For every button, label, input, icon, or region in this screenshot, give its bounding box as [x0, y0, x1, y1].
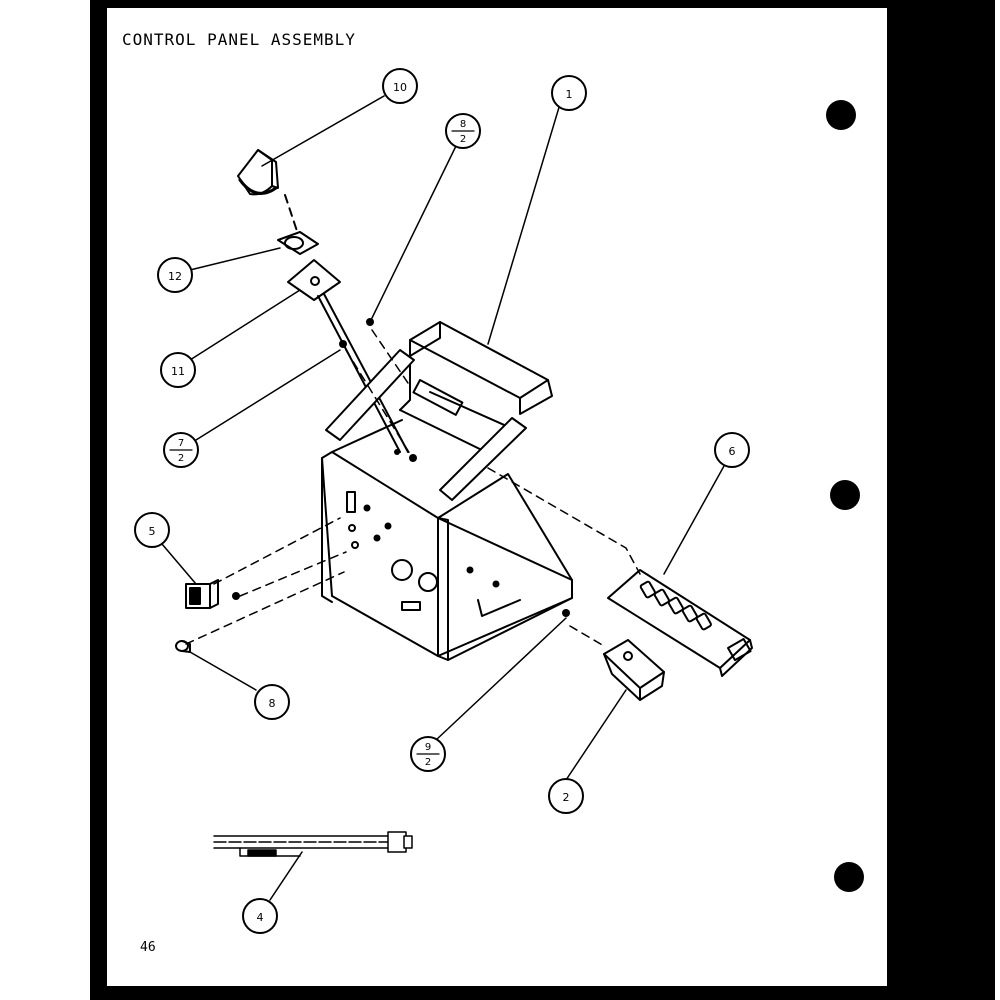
part-frame-rails — [325, 349, 527, 501]
page-title: CONTROL PANEL ASSEMBLY — [122, 30, 356, 49]
callout-4: 4 — [242, 898, 278, 934]
callout-12-label: 12 — [168, 270, 182, 283]
callout-8-label: 8 — [269, 697, 276, 710]
callout-10-label: 10 — [393, 81, 407, 94]
callout-4-label: 4 — [257, 911, 264, 924]
part-indicator-cap — [175, 640, 191, 653]
part-screws — [232, 318, 570, 617]
part-top-bracket — [399, 321, 553, 455]
leader-lines — [161, 95, 725, 901]
callout-7-2-top: 7 — [178, 438, 184, 449]
callout-2-label: 2 — [563, 791, 570, 804]
shaft-line-b — [323, 293, 409, 453]
callout-9-2: 9 2 — [410, 736, 446, 772]
shaft-line-a — [317, 295, 401, 453]
callout-6: 6 — [714, 432, 750, 468]
callout-12: 12 — [157, 257, 193, 293]
part-control-board-buttons — [639, 580, 712, 631]
callout-8-2-bottom: 2 — [460, 134, 466, 145]
part-switch-housing — [603, 639, 665, 701]
callout-2: 2 — [548, 778, 584, 814]
callout-7-2-bottom: 2 — [178, 453, 184, 464]
part-rocker-switch — [185, 579, 219, 609]
callout-9-2-bottom: 2 — [425, 757, 431, 768]
part-control-board — [607, 569, 753, 677]
callout-11: 11 — [160, 352, 196, 388]
callout-9-2-top: 9 — [425, 742, 431, 753]
part-wire-harness — [213, 831, 413, 857]
callout-10: 10 — [382, 68, 418, 104]
callout-5-label: 5 — [149, 525, 156, 538]
part-washer — [277, 231, 319, 255]
scan-margin — [0, 0, 90, 1000]
leader-knob-axis — [284, 194, 301, 241]
part-chassis — [321, 419, 573, 661]
callout-6-label: 6 — [729, 445, 736, 458]
part-plate — [287, 259, 341, 301]
callout-7-2: 7 2 — [163, 432, 199, 468]
alignment-lines — [185, 329, 641, 647]
diagram-sheet — [107, 8, 887, 986]
callout-8: 8 — [254, 684, 290, 720]
callout-11-label: 11 — [171, 365, 185, 378]
callout-1: 1 — [551, 75, 587, 111]
binder-hole-bottom — [834, 862, 864, 892]
binder-hole-middle — [830, 480, 860, 510]
callout-1-label: 1 — [566, 88, 573, 101]
callout-5: 5 — [134, 512, 170, 548]
callout-8-2: 8 2 — [445, 113, 481, 149]
part-knob — [237, 149, 279, 196]
callout-8-2-top: 8 — [460, 119, 466, 130]
page-number: 46 — [140, 940, 156, 955]
binder-hole-top — [826, 100, 856, 130]
